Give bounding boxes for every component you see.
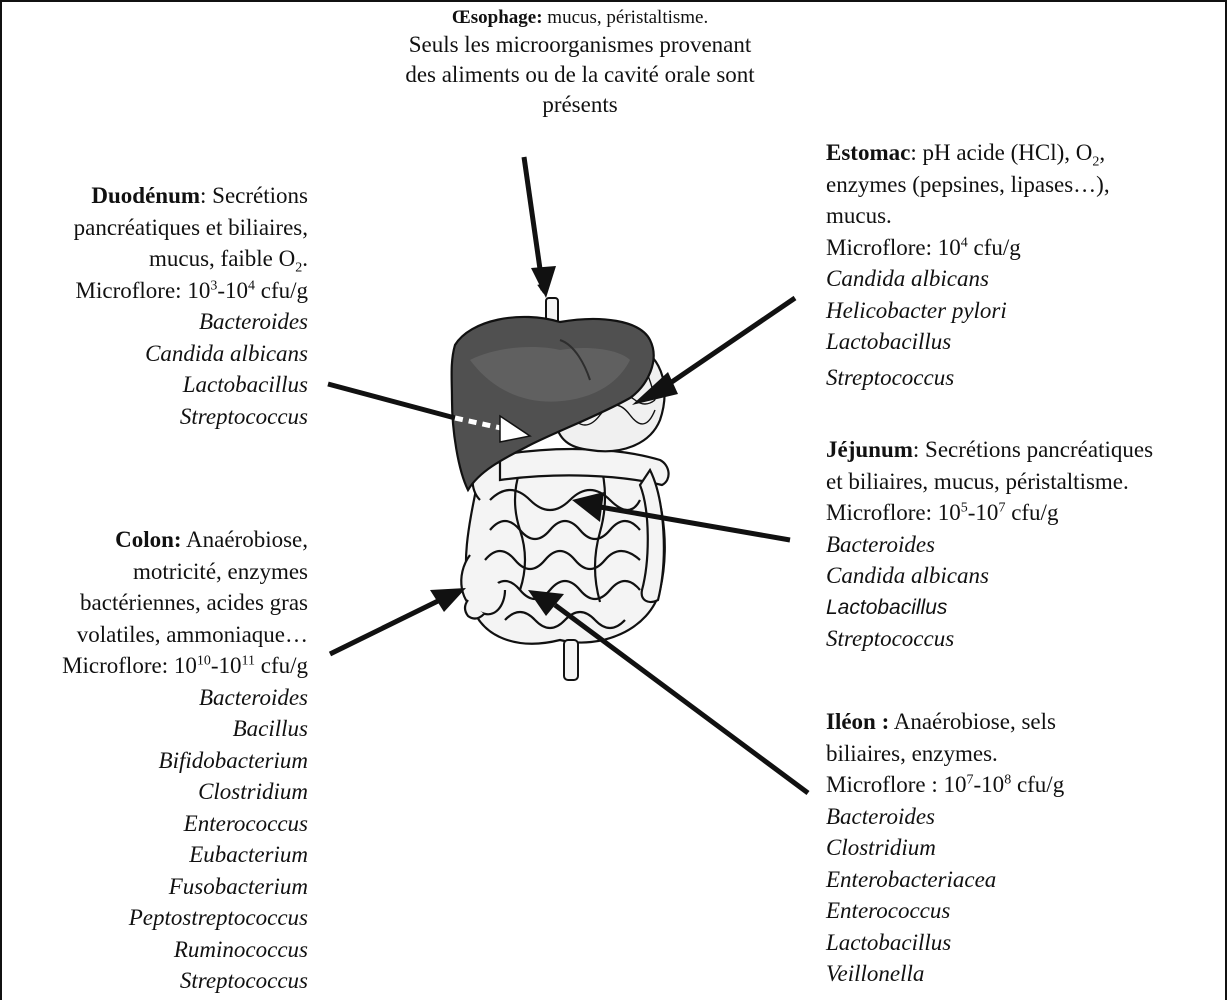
estomac-line-3: mucus. xyxy=(826,200,1221,232)
colon-organism: Enterococcus xyxy=(4,808,308,840)
jejunum-organism: Lactobacillus xyxy=(826,592,1226,624)
oesophage-title: Œsophage: xyxy=(452,7,543,28)
oesophage-line-3: présents xyxy=(340,90,820,120)
colon-microflore-unit: cfu/g xyxy=(255,653,308,678)
duodenum-organism: Streptococcus xyxy=(8,401,308,433)
colon-microflore-exp2: 11 xyxy=(242,653,255,668)
ileon-organism: Veillonella xyxy=(826,958,1216,990)
oesophage-line-2: des aliments ou de la cavité orale sont xyxy=(340,60,820,90)
duodenum-block: Duodénum: Secrétions pancréatiques et bi… xyxy=(8,180,308,432)
ileon-organism: Enterococcus xyxy=(826,895,1216,927)
estomac-line-2: enzymes (pepsines, lipases…), xyxy=(826,169,1221,201)
ileon-microflore-mid: -10 xyxy=(974,772,1005,797)
jejunum-line-2: et biliaires, mucus, péristaltisme. xyxy=(826,466,1226,498)
colon-microflore-label: Microflore: 10 xyxy=(62,653,197,678)
ileon-organism: Clostridium xyxy=(826,832,1216,864)
duodenum-line-3-tail: . xyxy=(302,246,308,271)
jejunum-line-1: : Secrétions pancréatiques xyxy=(913,437,1153,462)
jejunum-microflore-mid: -10 xyxy=(968,500,999,525)
ileon-line-2: biliaires, enzymes. xyxy=(826,738,1216,770)
colon-organism: Fusobacterium xyxy=(4,871,308,903)
colon-organism: Bacillus xyxy=(4,713,308,745)
oesophage-heading: Œsophage: mucus, péristaltisme. xyxy=(360,7,800,29)
colon-organism: Bifidobacterium xyxy=(4,745,308,777)
duodenum-microflore-unit: cfu/g xyxy=(255,278,308,303)
estomac-line-1-tail: , xyxy=(1099,140,1105,165)
colon-organism: Clostridium xyxy=(4,776,308,808)
ileon-microflore-label: Microflore : 10 xyxy=(826,772,967,797)
estomac-microflore-unit: cfu/g xyxy=(968,235,1021,260)
estomac-organism: Lactobacillus xyxy=(826,326,1221,358)
colon-line-2: motricité, enzymes xyxy=(4,556,308,588)
estomac-line-1: : pH acide (HCl), O xyxy=(910,140,1092,165)
estomac-title: Estomac xyxy=(826,140,910,165)
ileon-block: Iléon : Anaérobiose, sels biliaires, enz… xyxy=(826,706,1216,990)
jejunum-title: Jéjunum xyxy=(826,437,913,462)
estomac-block: Estomac: pH acide (HCl), O2, enzymes (pe… xyxy=(826,137,1221,393)
jejunum-organism: Streptococcus xyxy=(826,623,1226,655)
estomac-microflore-label: Microflore: 10 xyxy=(826,235,961,260)
duodenum-title: Duodénum xyxy=(91,183,200,208)
ileon-organism: Lactobacillus xyxy=(826,927,1216,959)
ileon-organism: Enterobacteriacea xyxy=(826,864,1216,896)
colon-line-3: bactériennes, acides gras xyxy=(4,587,308,619)
colon-organism: Eubacterium xyxy=(4,839,308,871)
colon-microflore-mid: -10 xyxy=(211,653,242,678)
duodenum-organism: Bacteroides xyxy=(8,306,308,338)
colon-organism: Ruminococcus xyxy=(4,934,308,966)
duodenum-microflore-mid: -10 xyxy=(217,278,248,303)
duodenum-organism: Candida albicans xyxy=(8,338,308,370)
colon-line-4: volatiles, ammoniaque… xyxy=(4,619,308,651)
duodenum-line-3: mucus, faible O xyxy=(149,246,295,271)
colon-organism: Peptostreptococcus xyxy=(4,902,308,934)
estomac-organism: Streptococcus xyxy=(826,362,1221,394)
duodenum-line-2: pancréatiques et biliaires, xyxy=(8,212,308,244)
colon-microflore-exp1: 10 xyxy=(197,653,211,668)
estomac-organism: Candida albicans xyxy=(826,263,1221,295)
ileon-microflore-exp1: 7 xyxy=(967,772,974,787)
estomac-organism: Helicobacter pylori xyxy=(826,295,1221,327)
ileon-title: Iléon : xyxy=(826,709,889,734)
colon-organism: Bacteroides xyxy=(4,682,308,714)
duodenum-line-1: : Secrétions xyxy=(200,183,308,208)
ileon-organism: Bacteroides xyxy=(826,801,1216,833)
oesophage-heading-text: mucus, péristaltisme. xyxy=(543,7,709,28)
jejunum-organism: Bacteroides xyxy=(826,529,1226,561)
jejunum-microflore-exp1: 5 xyxy=(961,500,968,515)
duodenum-organism: Lactobacillus xyxy=(8,369,308,401)
duodenum-microflore-exp2: 4 xyxy=(248,278,255,293)
jejunum-organism: Candida albicans xyxy=(826,560,1226,592)
colon-line-1: Anaérobiose, xyxy=(182,527,308,552)
estomac-microflore-exp1: 4 xyxy=(961,235,968,250)
oesophage-description: Seuls les microorganismes provenant des … xyxy=(340,30,820,120)
duodenum-microflore-label: Microflore: 10 xyxy=(76,278,211,303)
colon-block: Colon: Anaérobiose, motricité, enzymes b… xyxy=(4,524,308,997)
colon-title: Colon: xyxy=(115,527,181,552)
jejunum-microflore-unit: cfu/g xyxy=(1005,500,1058,525)
ileon-line-1: Anaérobiose, sels xyxy=(889,709,1056,734)
oesophage-line-1: Seuls les microorganismes provenant xyxy=(340,30,820,60)
colon-organism: Streptococcus xyxy=(4,965,308,997)
jejunum-block: Jéjunum: Secrétions pancréatiques et bil… xyxy=(826,434,1226,655)
jejunum-microflore-label: Microflore: 10 xyxy=(826,500,961,525)
ileon-microflore-unit: cfu/g xyxy=(1011,772,1064,797)
